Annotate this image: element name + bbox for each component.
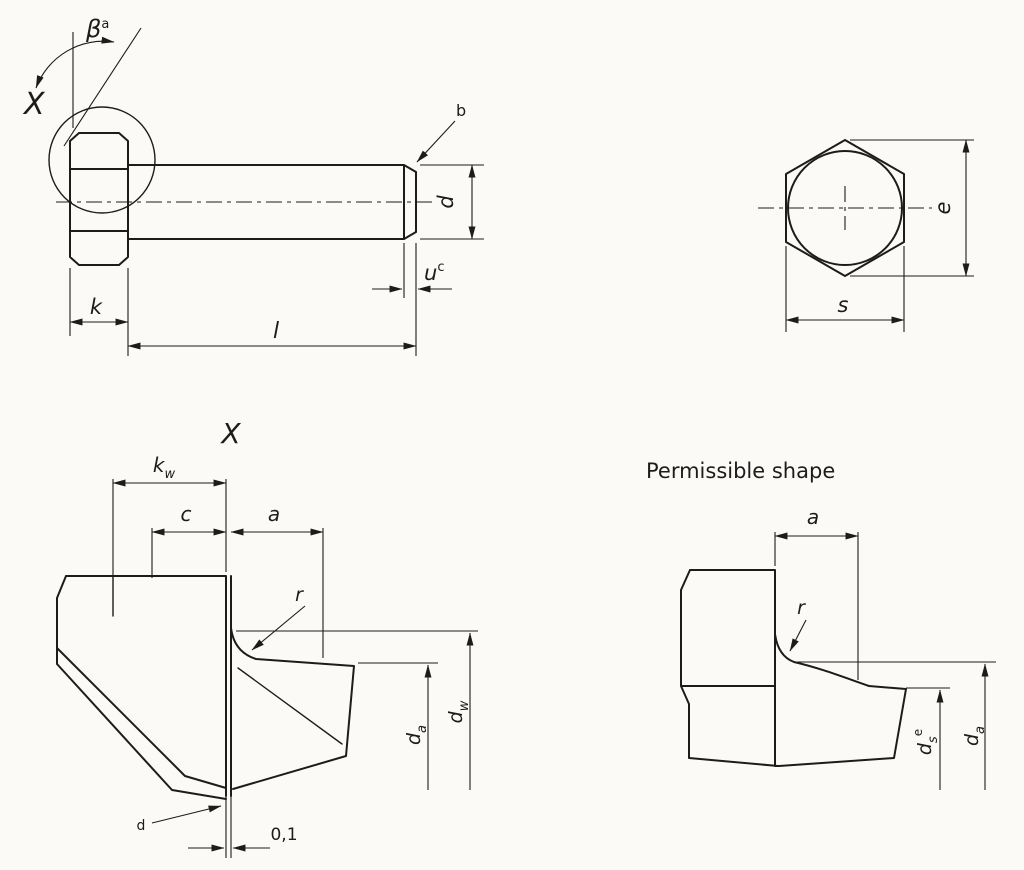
offset-dimension-label: 0,1 xyxy=(270,825,297,845)
permissible-extension-lines xyxy=(774,532,996,689)
e-dimension-label: e xyxy=(931,202,955,215)
dw-dimension-label: dw xyxy=(445,700,472,723)
detail-x-title: X xyxy=(219,417,241,450)
permissible-a-dimension-label: a xyxy=(807,505,819,529)
angle-dimension-arc xyxy=(35,36,115,89)
detail-extension-lines xyxy=(112,479,478,858)
detail-callout-label: X xyxy=(22,87,46,122)
permissible-head-outline xyxy=(680,569,779,767)
detail-callout-circle xyxy=(48,106,156,214)
footnote-b-label: b xyxy=(456,101,466,120)
permissible-shape-view: Permissible shape a r dse da xyxy=(646,459,996,790)
kw-dimension-label: kw xyxy=(153,453,176,482)
permissible-da-dimension-label: da xyxy=(961,726,988,746)
d-dimension-label: d xyxy=(434,195,458,209)
detail-head-outline xyxy=(56,575,232,800)
permissible-r-leader-line xyxy=(789,619,807,652)
l-dimension-label: l xyxy=(273,319,279,344)
beta-angle-label: βa xyxy=(85,15,109,43)
s-dimension-label: s xyxy=(838,293,849,317)
r-dimension-label: r xyxy=(295,584,304,606)
ds-dimension-label: dse xyxy=(911,729,941,755)
permissible-r-dimension-label: r xyxy=(797,597,806,619)
detail-x-view: X kw c a r da dw d 0,1 xyxy=(56,417,478,858)
b-leader-line xyxy=(416,120,456,163)
footnote-d-label: d xyxy=(137,818,146,834)
bolt-end-view: e s xyxy=(758,139,974,332)
r-leader-line xyxy=(251,605,306,651)
detail-inner-edges xyxy=(112,575,343,745)
k-dimension-label: k xyxy=(90,295,103,319)
end-view-extension-lines xyxy=(785,139,974,332)
bolt-side-outline xyxy=(69,132,417,266)
bolt-side-view: βa X b d uc k l xyxy=(22,15,484,356)
c-dimension-label: c xyxy=(181,502,192,526)
u-dimension-label: uc xyxy=(424,260,444,285)
detail-fillet-and-shank xyxy=(230,627,355,790)
footnote-d-leader-line xyxy=(151,805,222,824)
permissible-shape-title: Permissible shape xyxy=(646,459,835,483)
end-view-centerlines xyxy=(758,186,932,230)
hex-head-outline xyxy=(785,139,905,277)
da-dimension-label: da xyxy=(403,725,430,745)
a-dimension-label: a xyxy=(268,502,280,526)
head-chamfer-circle xyxy=(787,150,903,266)
permissible-fillet-profile xyxy=(774,633,907,767)
